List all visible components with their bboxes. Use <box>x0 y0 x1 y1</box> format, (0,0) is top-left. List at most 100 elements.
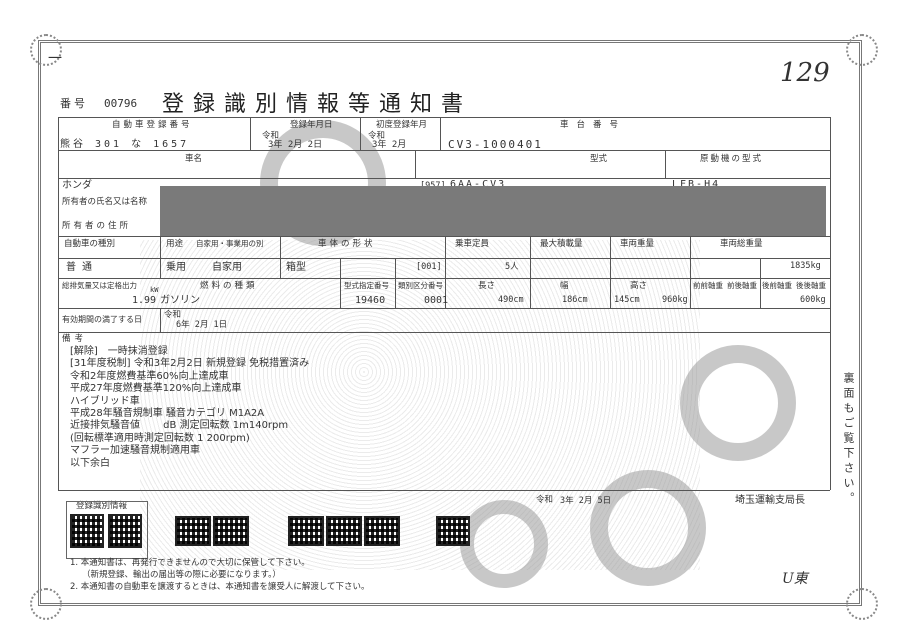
issue-date: 3年 2月 5日 <box>560 496 612 506</box>
qr-section-box <box>66 501 148 559</box>
body-code-value: [001] <box>416 262 442 272</box>
remark-line: 令和2年度燃費基準60%向上達成車 <box>70 370 229 382</box>
redaction-block <box>160 186 826 236</box>
table-line <box>160 308 161 332</box>
displacement-value: 1.99 <box>132 295 157 306</box>
table-line <box>58 236 830 237</box>
table-line <box>58 117 59 490</box>
expiry-label: 有効期間の満了する日 <box>62 315 142 324</box>
height-label: 高さ <box>630 281 648 291</box>
use-value: 乗用 <box>166 262 186 273</box>
rear-axle-label: 後後軸重 <box>796 281 826 290</box>
frame-ornament-icon <box>846 588 878 620</box>
model-value: 6AA-CV3 <box>450 179 507 190</box>
qr-code-icon <box>326 516 362 546</box>
owner-address-label: 所有者の住所 <box>62 221 132 231</box>
height-value: 145cm <box>614 295 640 305</box>
displacement-unit: kW <box>150 286 159 294</box>
handwritten-note: U東 <box>782 571 808 587</box>
reg-number-value: 熊谷 301 な 1657 <box>60 139 190 150</box>
engine-type-value: LFB-H4 <box>672 179 721 190</box>
rear-front-axle-label: 後前軸重 <box>762 281 792 290</box>
max-load-label: 最大積載量 <box>540 239 583 249</box>
table-line <box>360 117 361 150</box>
footer-note-line: （新規登録、輸出の届出等の際に必要になります。） <box>82 570 281 580</box>
remark-line: 平成28年騒音規制車 騒音カテゴリ M1A2A <box>70 408 265 420</box>
qr-code-icon <box>436 516 470 546</box>
body-shape-label: 車体の形状 <box>318 239 376 249</box>
table-line <box>610 236 611 308</box>
gross-weight-value: 1835kg <box>790 261 821 271</box>
category-number-label: 類別区分番号 <box>398 281 443 290</box>
table-line <box>58 178 830 179</box>
qr-code-icon <box>175 516 211 546</box>
side-note: 裏面もご覧下さい。 <box>842 372 855 507</box>
remark-line: 以下余白 <box>70 457 110 469</box>
vehicle-weight-label: 車両重量 <box>620 239 655 249</box>
table-line <box>58 278 830 279</box>
remark-line: 近接排気騒音値 dB 測定回転数 1m140rpm <box>70 420 289 432</box>
reg-date-label: 登録年月日 <box>290 120 333 130</box>
car-name-value: ホンダ <box>62 180 92 191</box>
engine-type-label: 原動機の型式 <box>700 154 764 164</box>
length-value: 490cm <box>498 295 524 305</box>
page-title: 登録識別情報等通知書 <box>162 92 473 117</box>
table-line <box>58 332 830 333</box>
expiry-value: 6年 2月 1日 <box>176 320 228 330</box>
qr-code-icon <box>364 516 400 546</box>
frame-ornament-icon <box>846 34 878 66</box>
fuel-type-value: ガソリン <box>160 295 200 306</box>
remarks-list: [解除] 一時抹消登録 [31年度税制] 令和3年2月2日 新規登録 免税措置済… <box>70 346 309 470</box>
number-label: 番号 <box>60 97 88 110</box>
qr-code-icon <box>70 514 104 548</box>
table-line <box>58 258 830 259</box>
footer-notes: 1. 本通知書は、再発行できませんので大切に保管して下さい。 （新規登録、輸出の… <box>70 557 370 593</box>
frame-ornament-icon <box>30 34 62 66</box>
reg-date-era: 令和 <box>262 131 280 141</box>
seal-stamp-icon <box>680 345 796 461</box>
table-line <box>250 117 251 150</box>
length-label: 長さ <box>478 281 496 291</box>
table-line <box>830 117 831 490</box>
remark-line: (回転標準適用時測定回転数 1 200rpm) <box>70 432 250 444</box>
remark-line: [解除] 一時抹消登録 <box>70 346 168 357</box>
table-line <box>415 150 416 178</box>
seal-stamp-icon <box>590 470 706 586</box>
vehicle-type-label: 自動車の種別 <box>64 239 116 249</box>
table-line <box>340 258 341 308</box>
remark-line: [31年度税制] 令和3年2月2日 新規登録 免税措置済み <box>70 358 310 370</box>
top-left-mark: 一 <box>48 51 62 67</box>
issuing-office: 埼玉運輸支局長 <box>735 495 805 506</box>
fuel-type-label: 燃料の種類 <box>200 281 258 291</box>
chassis-number-value: CV3-1000401 <box>448 138 543 151</box>
table-line <box>58 308 830 309</box>
designation-number-value: 19460 <box>355 295 386 306</box>
designation-number-label: 型式指定番号 <box>344 281 389 290</box>
seal-stamp-icon <box>460 500 548 588</box>
displacement-label: 総排気量又は定格出力 <box>62 281 137 290</box>
vehicle-type-value: 普通 <box>66 262 98 273</box>
footer-note-line: 2. 本通知書の自動車を譲渡するときは、本通知書を譲受人に解渡して下さい。 <box>70 582 370 592</box>
remark-line: 平成27年度燃費基準120%向上達成車 <box>70 383 242 395</box>
use-label: 用途 <box>166 239 184 249</box>
qr-code-icon <box>288 516 324 546</box>
table-line <box>280 236 281 278</box>
table-line <box>58 117 830 118</box>
front-axle-label: 前前軸重 <box>693 281 723 290</box>
table-line <box>690 236 691 308</box>
handwritten-number: 129 <box>780 58 830 88</box>
table-line <box>760 258 761 308</box>
owner-name-label: 所有者の氏名又は名称 <box>62 197 148 207</box>
table-line <box>445 236 446 308</box>
private-value: 自家用 <box>212 262 242 273</box>
expiry-era: 令和 <box>164 310 182 320</box>
front-rear-axle-label: 前後軸重 <box>727 281 757 290</box>
qr-code-icon <box>213 516 249 546</box>
reg-date-value: 3年 2月 2日 <box>268 140 323 150</box>
qr-section-label: 登録識別情報 <box>76 501 128 511</box>
number-value: 00796 <box>104 97 138 110</box>
footer-note-line: 1. 本通知書は、再発行できませんので大切に保管して下さい。 <box>70 558 310 568</box>
table-line <box>58 150 830 151</box>
model-label: 型式 <box>590 154 608 164</box>
